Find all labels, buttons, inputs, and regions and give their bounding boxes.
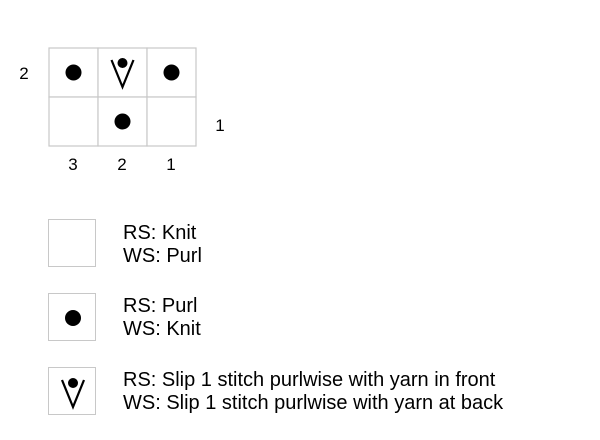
column-number-2: 2 <box>117 155 127 174</box>
legend-purl-text: RS: Purl WS: Knit <box>123 295 201 341</box>
column-number-3: 3 <box>68 155 78 174</box>
chart-cell-row2-col1 <box>146 47 197 98</box>
slip-stitch-v-icon <box>110 58 135 90</box>
column-number-1: 1 <box>166 155 176 174</box>
legend-slip-text: RS: Slip 1 stitch purlwise with yarn in … <box>123 369 503 415</box>
chart-cell-row1-col1 <box>146 96 197 147</box>
chart-cell-row2-col2 <box>97 47 148 98</box>
purl-dot-icon <box>65 310 81 326</box>
row-number-1: 1 <box>215 116 225 135</box>
legend-knit-rs: RS: Knit <box>123 222 197 244</box>
purl-dot-icon <box>114 113 131 130</box>
legend-purl-symbol <box>48 293 96 341</box>
legend-knit-ws: WS: Purl <box>123 245 202 267</box>
chart-cell-row2-col3 <box>48 47 99 98</box>
purl-dot-icon <box>65 64 82 81</box>
purl-dot-icon <box>163 64 180 81</box>
chart-cell-row1-col3 <box>48 96 99 147</box>
stitch-chart-grid <box>48 47 197 147</box>
slip-stitch-v-icon <box>60 378 86 410</box>
legend-slip-rs: RS: Slip 1 stitch purlwise with yarn in … <box>123 369 496 391</box>
legend-slip-symbol <box>48 367 96 415</box>
legend-purl-ws: WS: Knit <box>123 318 201 340</box>
row-number-2: 2 <box>19 64 29 83</box>
legend-purl-rs: RS: Purl <box>123 295 198 317</box>
legend-knit-symbol <box>48 219 96 267</box>
legend-knit-text: RS: Knit WS: Purl <box>123 222 202 268</box>
legend-slip-ws: WS: Slip 1 stitch purlwise with yarn at … <box>123 392 504 414</box>
chart-cell-row1-col2 <box>97 96 148 147</box>
